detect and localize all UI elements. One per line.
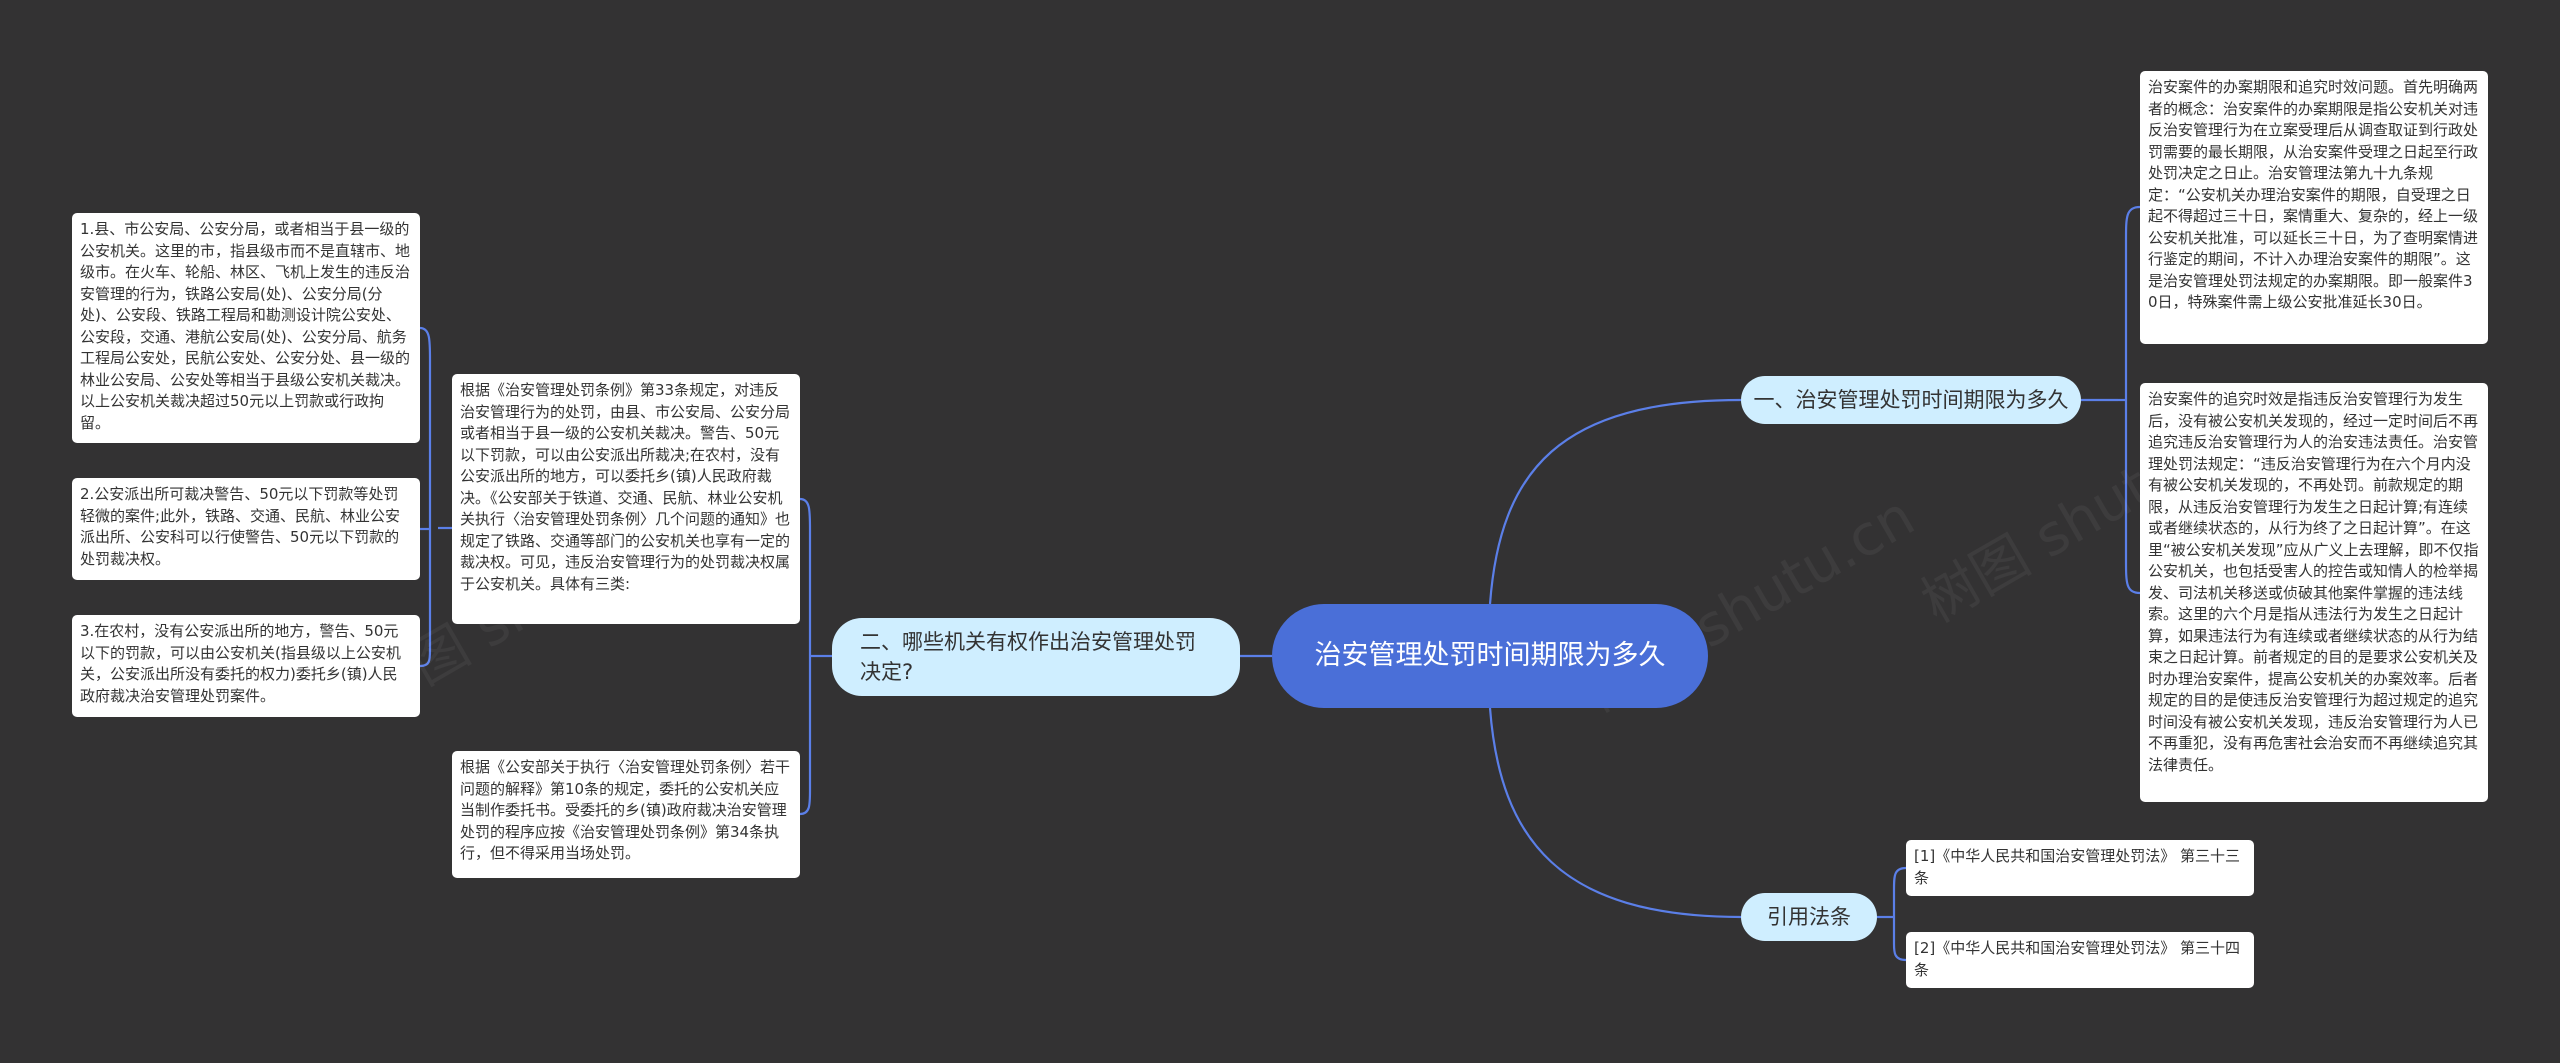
leaf-text: 根据《公安部关于执行〈治安管理处罚条例〉若干问题的解释》第10条的规定，委托的公… bbox=[460, 758, 791, 862]
leaf-text: 1.县、市公安局、公安分局，或者相当于县一级的公安机关。这里的市，指县级市而不是… bbox=[80, 220, 411, 432]
leaf-regulation-article-10[interactable]: 根据《公安部关于执行〈治安管理处罚条例〉若干问题的解释》第10条的规定，委托的公… bbox=[452, 751, 800, 878]
leaf-law-citation-34[interactable]: [2]《中华人民共和国治安管理处罚法》 第三十四条 bbox=[1906, 932, 2254, 988]
branch-authority[interactable]: 二、哪些机关有权作出治安管理处罚决定? bbox=[832, 618, 1240, 696]
leaf-text: 根据《治安管理处罚条例》第33条规定，对违反治安管理行为的处罚，由县、市公安局、… bbox=[460, 381, 791, 593]
leaf-text: [2]《中华人民共和国治安管理处罚法》 第三十四条 bbox=[1914, 939, 2241, 979]
branch-cited-laws[interactable]: 引用法条 bbox=[1741, 893, 1877, 941]
leaf-prosecution-limit[interactable]: 治安案件的追究时效是指违反治安管理行为发生后，没有被公安机关发现的，经过一定时间… bbox=[2140, 383, 2488, 802]
leaf-police-station[interactable]: 2.公安派出所可裁决警告、50元以下罚款等处罚轻微的案件;此外，铁路、交通、民航… bbox=[72, 478, 420, 580]
leaf-law-citation-33[interactable]: [1]《中华人民共和国治安管理处罚法》 第三十三条 bbox=[1906, 840, 2254, 896]
leaf-text: 治安案件的办案期限和追究时效问题。首先明确两者的概念：治安案件的办案期限是指公安… bbox=[2148, 78, 2479, 311]
leaf-regulation-article-33[interactable]: 根据《治安管理处罚条例》第33条规定，对违反治安管理行为的处罚，由县、市公安局、… bbox=[452, 374, 800, 624]
leaf-text: 2.公安派出所可裁决警告、50元以下罚款等处罚轻微的案件;此外，铁路、交通、民航… bbox=[80, 485, 401, 568]
root-topic-label: 治安管理处罚时间期限为多久 bbox=[1314, 640, 1666, 671]
leaf-text: [1]《中华人民共和国治安管理处罚法》 第三十三条 bbox=[1914, 847, 2241, 887]
leaf-text: 治安案件的追究时效是指违反治安管理行为发生后，没有被公安机关发现的，经过一定时间… bbox=[2148, 390, 2479, 774]
root-topic[interactable]: 治安管理处罚时间期限为多久 bbox=[1272, 604, 1708, 708]
leaf-handling-period[interactable]: 治安案件的办案期限和追究时效问题。首先明确两者的概念：治安案件的办案期限是指公安… bbox=[2140, 71, 2488, 344]
leaf-text: 3.在农村，没有公安派出所的地方，警告、50元以下的罚款，可以由公安机关(指县级… bbox=[80, 622, 401, 705]
branch-label: 二、哪些机关有权作出治安管理处罚决定? bbox=[860, 630, 1196, 684]
leaf-rural-delegation[interactable]: 3.在农村，没有公安派出所的地方，警告、50元以下的罚款，可以由公安机关(指县级… bbox=[72, 615, 420, 717]
branch-label: 一、治安管理处罚时间期限为多久 bbox=[1753, 388, 2069, 412]
branch-label: 引用法条 bbox=[1767, 905, 1851, 929]
leaf-county-police[interactable]: 1.县、市公安局、公安分局，或者相当于县一级的公安机关。这里的市，指县级市而不是… bbox=[72, 213, 420, 443]
branch-time-limit[interactable]: 一、治安管理处罚时间期限为多久 bbox=[1741, 376, 2081, 424]
